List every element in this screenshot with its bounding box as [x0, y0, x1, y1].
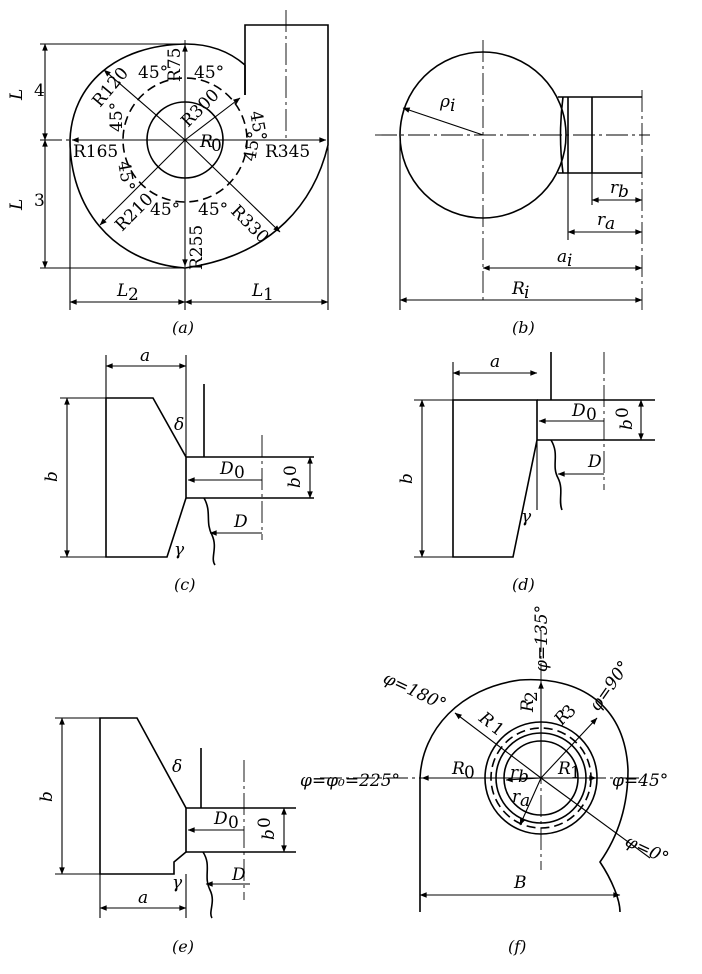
label-phi180: φ=180°	[380, 668, 449, 714]
label-b0-c: b	[285, 477, 305, 488]
caption-b: (b)	[512, 318, 535, 337]
label-a-e: a	[138, 888, 148, 908]
label-R1b-f: R	[557, 759, 571, 779]
label-phi0: φ=0°	[622, 831, 672, 868]
casing-section-e	[99, 717, 187, 875]
label-b0-e-sub: 0	[255, 817, 275, 828]
label-D0-c: D	[219, 459, 234, 479]
label-ra-f: r	[512, 787, 521, 807]
label-R1b-f-sub: 1	[570, 763, 581, 783]
label-R75: R75	[165, 48, 185, 82]
label-D0-e: D	[213, 809, 228, 829]
label-rb-f: r	[510, 763, 519, 783]
label-rho-sub: i	[450, 96, 455, 116]
panel-d: a b γ D 0 b 0 D (d)	[397, 352, 655, 594]
label-ai: a	[557, 247, 567, 267]
label-b0-d: b	[617, 419, 637, 430]
label-ra-f-sub: a	[520, 791, 530, 811]
angle-label-8: 45°	[198, 200, 228, 220]
label-R255: R255	[187, 225, 207, 270]
label-D0-c-sub: 0	[234, 463, 245, 483]
label-R345: R345	[265, 142, 310, 162]
label-L3: L	[7, 199, 27, 211]
label-ra: r	[597, 210, 606, 230]
label-b0-e: b	[259, 829, 279, 840]
caption-c: (c)	[174, 575, 195, 594]
angle-label-5: 45°	[113, 159, 138, 192]
angle-label-3: 45°	[107, 102, 127, 132]
label-Ri: R	[511, 279, 525, 299]
angle-label-1: 45°	[138, 63, 168, 83]
volute-outline-f	[419, 678, 629, 913]
label-D-c: D	[233, 512, 248, 532]
label-R0-a-sub: 0	[211, 136, 222, 156]
label-delta-e: δ	[172, 757, 182, 777]
label-Ri-sub: i	[524, 283, 529, 303]
label-gamma-c: γ	[174, 540, 185, 560]
wavy-break-d	[550, 439, 563, 511]
label-R0-f: R	[451, 759, 465, 779]
label-b-e: b	[37, 791, 57, 802]
panel-c: a b δ γ D 0 b 0 D (c)	[42, 346, 314, 594]
label-rho: ρ	[439, 92, 450, 112]
label-R0-a: R	[199, 132, 213, 152]
label-b0-c-sub: 0	[281, 465, 301, 476]
label-rb-f-sub: b	[518, 767, 529, 787]
angle-label-2: 45°	[194, 63, 224, 83]
label-L4-sub: 4	[34, 81, 45, 101]
panel-b: ρ i r b r a a i R i (b)	[375, 40, 650, 337]
label-D-e: D	[231, 865, 246, 885]
volute-outline-a	[69, 24, 329, 269]
label-rb: r	[610, 178, 619, 198]
caption-f: (f)	[508, 937, 526, 956]
wavy-break-e	[202, 851, 214, 919]
label-phi90: φ=90°	[586, 657, 635, 715]
angle-label-6: 45°	[240, 130, 265, 163]
label-L1-sub: 1	[263, 285, 274, 305]
label-phi45: φ=45°	[612, 771, 668, 791]
caption-e: (e)	[172, 937, 194, 956]
wavy-break-c	[203, 497, 216, 566]
label-D0-d-sub: 0	[586, 405, 597, 425]
label-gamma-d: γ	[521, 507, 532, 527]
panel-a: L 4 L 3 L 2 L 1 R75 R120 R165 R210 R255 …	[7, 10, 330, 337]
label-L4: L	[7, 89, 27, 101]
label-b-d: b	[397, 473, 417, 484]
label-L2: L	[116, 281, 128, 301]
label-R330: R330	[226, 201, 272, 247]
label-phi135: φ=135°	[532, 605, 552, 672]
label-delta-c: δ	[174, 415, 184, 435]
label-R165: R165	[73, 142, 118, 162]
label-B-f: B	[513, 873, 527, 893]
label-b-c: b	[42, 471, 62, 482]
label-gamma-e: γ	[172, 873, 183, 893]
label-ai-sub: i	[567, 251, 572, 271]
caption-d: (d)	[512, 575, 535, 594]
label-D0-d: D	[571, 401, 586, 421]
casing-section-d	[452, 399, 538, 558]
label-rb-sub: b	[618, 182, 629, 202]
caption-a: (a)	[172, 318, 194, 337]
label-L2-sub: 2	[128, 285, 139, 305]
label-R300: R300	[177, 85, 223, 131]
label-phi225: φ=φ₀=225°	[300, 771, 400, 791]
label-D-d: D	[587, 452, 602, 472]
label-R2-f: R	[518, 699, 538, 713]
label-b0-d-sub: 0	[613, 407, 633, 418]
label-R0-f-sub: 0	[464, 763, 475, 783]
angle-label-7: 45°	[150, 200, 180, 220]
label-ra-sub: a	[605, 214, 615, 234]
label-D0-e-sub: 0	[228, 813, 239, 833]
label-a-c: a	[140, 346, 150, 366]
panel-f: φ=135° φ=180° φ=90° φ=φ₀=225° φ=45° φ=0°…	[300, 605, 672, 956]
label-L3-sub: 3	[34, 191, 45, 211]
label-a-d: a	[490, 352, 500, 372]
panel-e: a b δ γ D 0 b 0 D (e)	[37, 717, 296, 956]
label-R2-f-sub: 2	[522, 691, 542, 702]
label-L1: L	[251, 281, 263, 301]
